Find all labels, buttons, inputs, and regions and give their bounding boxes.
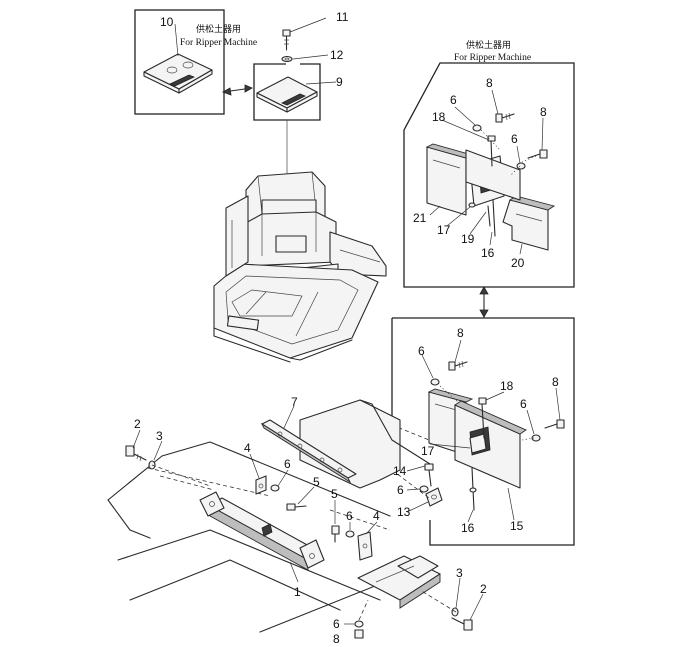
callout-16a: 16 xyxy=(481,246,495,260)
callout-11: 11 xyxy=(336,10,349,24)
callout-15: 15 xyxy=(510,519,524,533)
callout-6d: 6 xyxy=(520,397,527,411)
main-frame-assembly xyxy=(107,399,484,639)
callout-5b: 5 xyxy=(331,487,338,501)
callout-12: 12 xyxy=(330,48,344,62)
washer-6f xyxy=(270,484,280,492)
callout-16b: 16 xyxy=(461,521,475,535)
rod-16a xyxy=(492,199,496,237)
bolt-8b xyxy=(527,149,548,159)
bolt-2a xyxy=(125,445,147,462)
callout-8e: 8 xyxy=(333,632,340,646)
washer-6e xyxy=(419,485,429,493)
inset-ripper-side-panels: 供松土器用 For Ripper Machine xyxy=(403,39,575,288)
panel-21 xyxy=(425,143,474,216)
callout-10: 10 xyxy=(160,15,174,29)
panel-15 xyxy=(454,400,527,489)
bolt-5b xyxy=(331,525,340,543)
callout-6h: 6 xyxy=(333,617,340,631)
callout-8a: 8 xyxy=(486,76,493,90)
callout-9: 9 xyxy=(336,75,343,89)
callout-14: 14 xyxy=(393,464,407,478)
caption-top-left-cn: 供松土器用 xyxy=(196,23,241,35)
callout-7: 7 xyxy=(291,395,298,409)
frame-bar-7 xyxy=(260,419,357,484)
caption-top-right-cn: 供松土器用 xyxy=(466,39,511,51)
panel-20 xyxy=(502,195,556,251)
callout-21: 21 xyxy=(413,211,427,225)
callout-6f: 6 xyxy=(284,457,291,471)
washer-6b xyxy=(516,162,526,170)
washer-6g xyxy=(345,530,355,538)
operator-station-body xyxy=(213,171,387,363)
bolt-11 xyxy=(282,29,291,51)
caption-top-right-en: For Ripper Machine xyxy=(454,53,531,63)
washer-3b xyxy=(451,607,459,617)
callout-18a: 18 xyxy=(432,110,446,124)
cover-plate-9 xyxy=(256,76,318,113)
callout-6g: 6 xyxy=(346,509,353,523)
bolt-8d xyxy=(544,419,565,429)
callout-2a: 2 xyxy=(134,417,141,431)
callout-4b: 4 xyxy=(373,509,380,523)
double-arrow-left xyxy=(222,84,253,96)
nut-17a xyxy=(468,202,476,208)
bolt-8a xyxy=(495,112,515,123)
bolt-8e xyxy=(354,629,364,639)
bolt-2b xyxy=(451,617,473,631)
washer-6a xyxy=(472,124,482,132)
callout-17a: 17 xyxy=(437,223,451,237)
callout-8d: 8 xyxy=(552,375,559,389)
callout-17b: 17 xyxy=(421,444,435,458)
callout-8b: 8 xyxy=(540,105,547,119)
callout-18b: 18 xyxy=(500,379,514,393)
caption-top-left-en: For Ripper Machine xyxy=(180,38,257,48)
callout-6e: 6 xyxy=(397,483,404,497)
callout-6a: 6 xyxy=(450,93,457,107)
plate-long xyxy=(465,149,521,201)
washer-6d xyxy=(531,434,541,442)
bracket-4b xyxy=(357,531,373,561)
inset-standard-cover-plate xyxy=(253,17,337,121)
callout-6b: 6 xyxy=(511,132,518,146)
callout-6c: 6 xyxy=(418,344,425,358)
callout-1: 1 xyxy=(294,585,301,599)
pin-18a xyxy=(490,139,493,167)
inset-ripper-cover-plate: 供松土器用 For Ripper Machine xyxy=(134,9,257,115)
callout-labels: 10 11 12 9 8 6 18 8 6 21 17 19 16 20 8 6… xyxy=(134,10,559,646)
double-arrow-right xyxy=(479,286,489,318)
inset-standard-side-panels xyxy=(391,317,575,546)
bolt-8c xyxy=(448,360,468,371)
callout-3a: 3 xyxy=(156,429,163,443)
washer-6c xyxy=(430,378,440,386)
callout-5a: 5 xyxy=(313,475,320,489)
callout-13: 13 xyxy=(397,505,411,519)
callout-4a: 4 xyxy=(244,441,251,455)
bracket-13 xyxy=(425,487,443,507)
callout-3b: 3 xyxy=(456,566,463,580)
washer-12 xyxy=(281,55,293,63)
callout-20: 20 xyxy=(511,256,525,270)
pin-18b xyxy=(481,403,485,439)
callout-8c: 8 xyxy=(457,326,464,340)
cover-plate-10 xyxy=(143,53,213,94)
cross-member-1 xyxy=(199,491,325,571)
washer-6h xyxy=(354,620,364,628)
step-plate xyxy=(357,555,441,609)
callout-19: 19 xyxy=(461,232,475,246)
bracket-4a xyxy=(255,475,267,495)
callout-2b: 2 xyxy=(480,582,487,596)
bolt-5a xyxy=(286,503,307,511)
bolt-14 xyxy=(424,463,434,487)
